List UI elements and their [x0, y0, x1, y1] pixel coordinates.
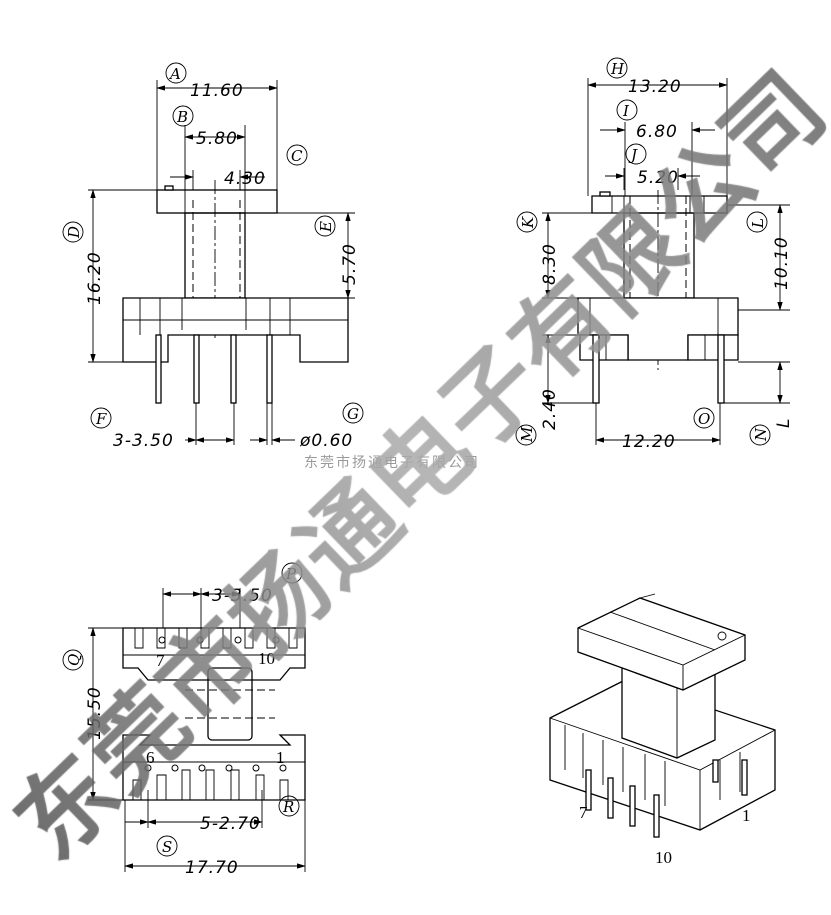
- tag-M: M: [515, 424, 537, 446]
- front-view: 11.60 5.80 4.30 16.20 5.70 3-3.50 ø0.60 …: [62, 62, 364, 451]
- dim-6-80: 6.80: [636, 122, 678, 142]
- tag-I: I: [616, 99, 638, 121]
- front-top-flange: [156, 189, 278, 214]
- dim-5-70: 5.70: [340, 243, 360, 285]
- dim-5-80: 5.80: [196, 129, 238, 149]
- svg-text:L: L: [749, 218, 767, 229]
- bottom-top-comb: [122, 627, 306, 681]
- tag-G: G: [342, 402, 364, 424]
- svg-text:E: E: [317, 221, 335, 233]
- tag-B: B: [172, 105, 194, 127]
- svg-text:A: A: [168, 65, 181, 83]
- tag-H: H: [606, 57, 628, 79]
- tag-N: N: [749, 424, 771, 446]
- tag-F: F: [90, 407, 112, 429]
- side-view: 13.20 6.80 5.20 8.30 10.10 2.40 L 12.20 …: [515, 57, 794, 452]
- svg-text:O: O: [698, 410, 710, 428]
- iso-view: 7 10 1: [549, 593, 776, 867]
- dim-11-60: 11.60: [190, 81, 244, 101]
- tag-C: C: [286, 144, 308, 166]
- svg-text:B: B: [176, 108, 188, 126]
- pin-label-10: 10: [258, 649, 275, 668]
- svg-text:C: C: [291, 147, 303, 165]
- dim-5-20: 5.20: [637, 168, 679, 188]
- watermark-small: 东莞市扬通电子有限公司: [304, 454, 480, 471]
- dim-17-70: 17.70: [185, 858, 239, 878]
- tag-R: R: [278, 795, 300, 817]
- dim-5-2-70: 5-2.70: [200, 814, 261, 834]
- svg-text:D: D: [65, 226, 83, 239]
- dim-8-30: 8.30: [540, 243, 560, 285]
- svg-text:I: I: [622, 102, 630, 120]
- tag-D: D: [62, 221, 84, 243]
- tag-O: O: [693, 407, 715, 429]
- svg-text:K: K: [519, 216, 537, 229]
- front-pins: [155, 334, 273, 404]
- tag-K: K: [516, 211, 538, 233]
- svg-text:G: G: [347, 405, 359, 423]
- dim-15-50: 15.50: [85, 686, 105, 740]
- dim-bottom-top-pitch: 3-3.50: [212, 586, 273, 606]
- svg-text:P: P: [285, 565, 297, 583]
- svg-text:F: F: [95, 410, 107, 428]
- svg-text:Q: Q: [65, 654, 83, 666]
- pin-label-7: 7: [156, 651, 165, 670]
- dim-12-20: 12.20: [622, 432, 676, 452]
- dim-10-10: 10.10: [772, 236, 792, 290]
- dim-16-20: 16.20: [85, 251, 105, 305]
- dim-pin-dia: ø0.60: [299, 431, 353, 451]
- tag-E: E: [314, 215, 336, 237]
- side-pin-left: [592, 334, 600, 404]
- tag-S: S: [156, 835, 178, 857]
- side-core: [623, 212, 695, 299]
- dim-13-20: 13.20: [628, 77, 682, 97]
- tag-A: A: [165, 62, 187, 84]
- side-pin-right: [717, 334, 725, 404]
- tag-J: J: [625, 143, 647, 165]
- dim-L: L: [774, 418, 794, 428]
- pin-label-6: 6: [146, 748, 155, 767]
- iso-pin-label-1: 1: [742, 806, 751, 825]
- dim-2-40: 2.40: [540, 388, 560, 430]
- pin-label-1: 1: [276, 748, 285, 767]
- tag-L: L: [746, 211, 768, 233]
- svg-text:M: M: [518, 426, 536, 443]
- tag-Q: Q: [62, 649, 84, 671]
- svg-text:N: N: [752, 427, 770, 442]
- iso-pin-label-10: 10: [655, 848, 672, 867]
- svg-text:S: S: [162, 838, 172, 856]
- svg-text:H: H: [610, 60, 625, 78]
- svg-text:R: R: [282, 798, 294, 816]
- iso-pin-label-7: 7: [579, 803, 588, 822]
- dim-4-30: 4.30: [224, 169, 266, 189]
- tag-P: P: [281, 562, 303, 584]
- bottom-view: 3-3.50 15.50 5-2.70 17.70 7 10 6 1 P Q R…: [62, 562, 306, 878]
- dim-pin-pitch: 3-3.50: [113, 431, 174, 451]
